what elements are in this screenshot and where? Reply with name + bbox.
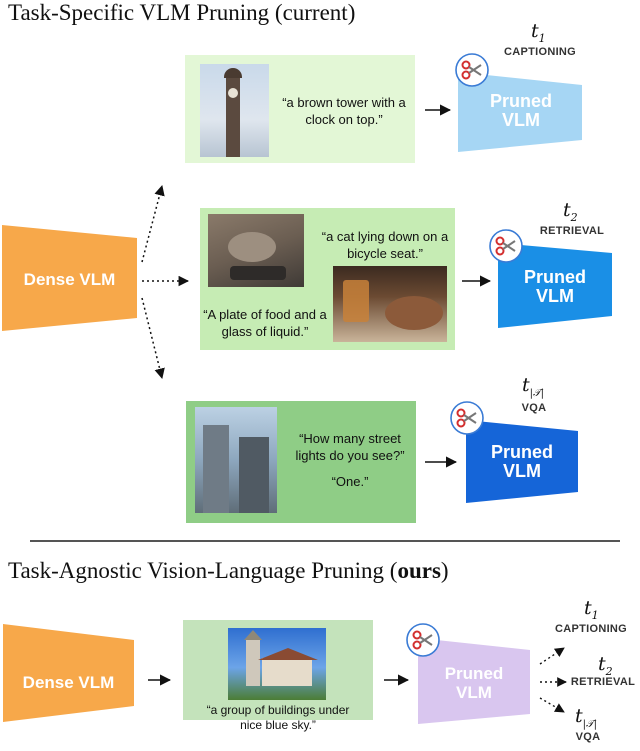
task-t2-symbol: t — [563, 199, 571, 221]
pruned-vlm-bottom-label: Pruned VLM — [444, 664, 504, 702]
task-vqa-top: VQA — [521, 402, 547, 414]
dotted-arrow-bottom-down — [539, 697, 565, 713]
tower-photo — [200, 64, 269, 157]
task-t1-top: t1 — [531, 20, 546, 45]
pruned-vlm-retrieval-shape — [498, 243, 612, 328]
task-t1-sub: 1 — [538, 31, 546, 45]
task-t3-bottom: t|𝒯| — [575, 705, 597, 730]
task-retrieval-bottom: RETRIEVAL — [570, 676, 636, 688]
pruned-vlm-vqa-label: Pruned VLM — [490, 442, 553, 481]
task-t1-bottom: t1 — [584, 597, 599, 622]
task-t1-bottom-sub: 1 — [591, 608, 599, 622]
caption-food: “A plate of food and a glass of liquid.” — [203, 307, 327, 339]
task-t1-bottom-symbol: t — [584, 597, 592, 619]
pruned-vlm-retrieval-label: Pruned VLM — [523, 267, 586, 306]
task-t2-sub: 2 — [570, 210, 578, 224]
bottom-title-prefix: Task-Agnostic Vision-Language Pruning ( — [8, 558, 398, 583]
caption-church: “a group of buildings under nice blue sk… — [206, 703, 350, 732]
caption-tower: “a brown tower with a clock on top.” — [282, 95, 406, 127]
caption-street-answer: “One.” — [331, 474, 369, 489]
pruned-vlm-bottom-shape — [418, 638, 530, 724]
bottom-title-bold: ours — [397, 558, 441, 583]
scissors-icon — [455, 53, 489, 87]
task-captioning-top: CAPTIONING — [503, 46, 577, 58]
task-t3-top: t|𝒯| — [522, 374, 544, 399]
dotted-arrow-up — [141, 184, 165, 263]
cat-photo — [208, 214, 304, 287]
dense-vlm-bottom-label: Dense VLM — [22, 673, 115, 692]
bottom-title-suffix: ) — [440, 558, 449, 583]
task-t2-bottom: t2 — [598, 653, 613, 678]
scissors-icon — [489, 229, 523, 263]
scissors-icon — [450, 401, 484, 435]
task-t3-bottom-symbol: t — [575, 705, 583, 727]
dense-vlm-top-label: Dense VLM — [23, 270, 116, 289]
task-retrieval-top: RETRIEVAL — [539, 225, 605, 237]
top-title: Task-Specific VLM Pruning (current) — [8, 0, 356, 25]
task-t3-sub: |𝒯| — [529, 387, 545, 399]
task-t3-bottom-sub: |𝒯| — [582, 718, 598, 730]
caption-cat: “a cat lying down on a bicycle seat.” — [321, 229, 449, 261]
pruned-vlm-vqa-shape — [466, 420, 578, 503]
task-vqa-bottom: VQA — [575, 731, 601, 743]
scissors-icon — [406, 623, 440, 657]
dotted-arrow-bottom-up — [539, 647, 565, 665]
bottom-title: Task-Agnostic Vision-Language Pruning (o… — [8, 558, 449, 584]
dense-vlm-bottom-shape — [3, 624, 134, 722]
dense-vlm-top-shape — [2, 225, 137, 331]
task-t2-top: t2 — [563, 199, 578, 224]
food-photo — [333, 266, 447, 342]
church-photo — [228, 628, 326, 700]
task-captioning-bottom: CAPTIONING — [554, 623, 628, 635]
task-t3-symbol: t — [522, 374, 530, 396]
task-t2-bottom-sub: 2 — [605, 664, 613, 678]
section-divider — [30, 540, 620, 542]
caption-street-question: “How many street lights do you see?” — [295, 431, 405, 463]
pruned-vlm-captioning-shape — [458, 72, 582, 152]
dotted-arrow-down — [141, 297, 165, 380]
street-photo — [195, 407, 277, 513]
task-t1-symbol: t — [531, 20, 539, 42]
pruned-vlm-captioning-label: Pruned VLM — [489, 91, 552, 130]
task-t2-bottom-symbol: t — [598, 653, 606, 675]
